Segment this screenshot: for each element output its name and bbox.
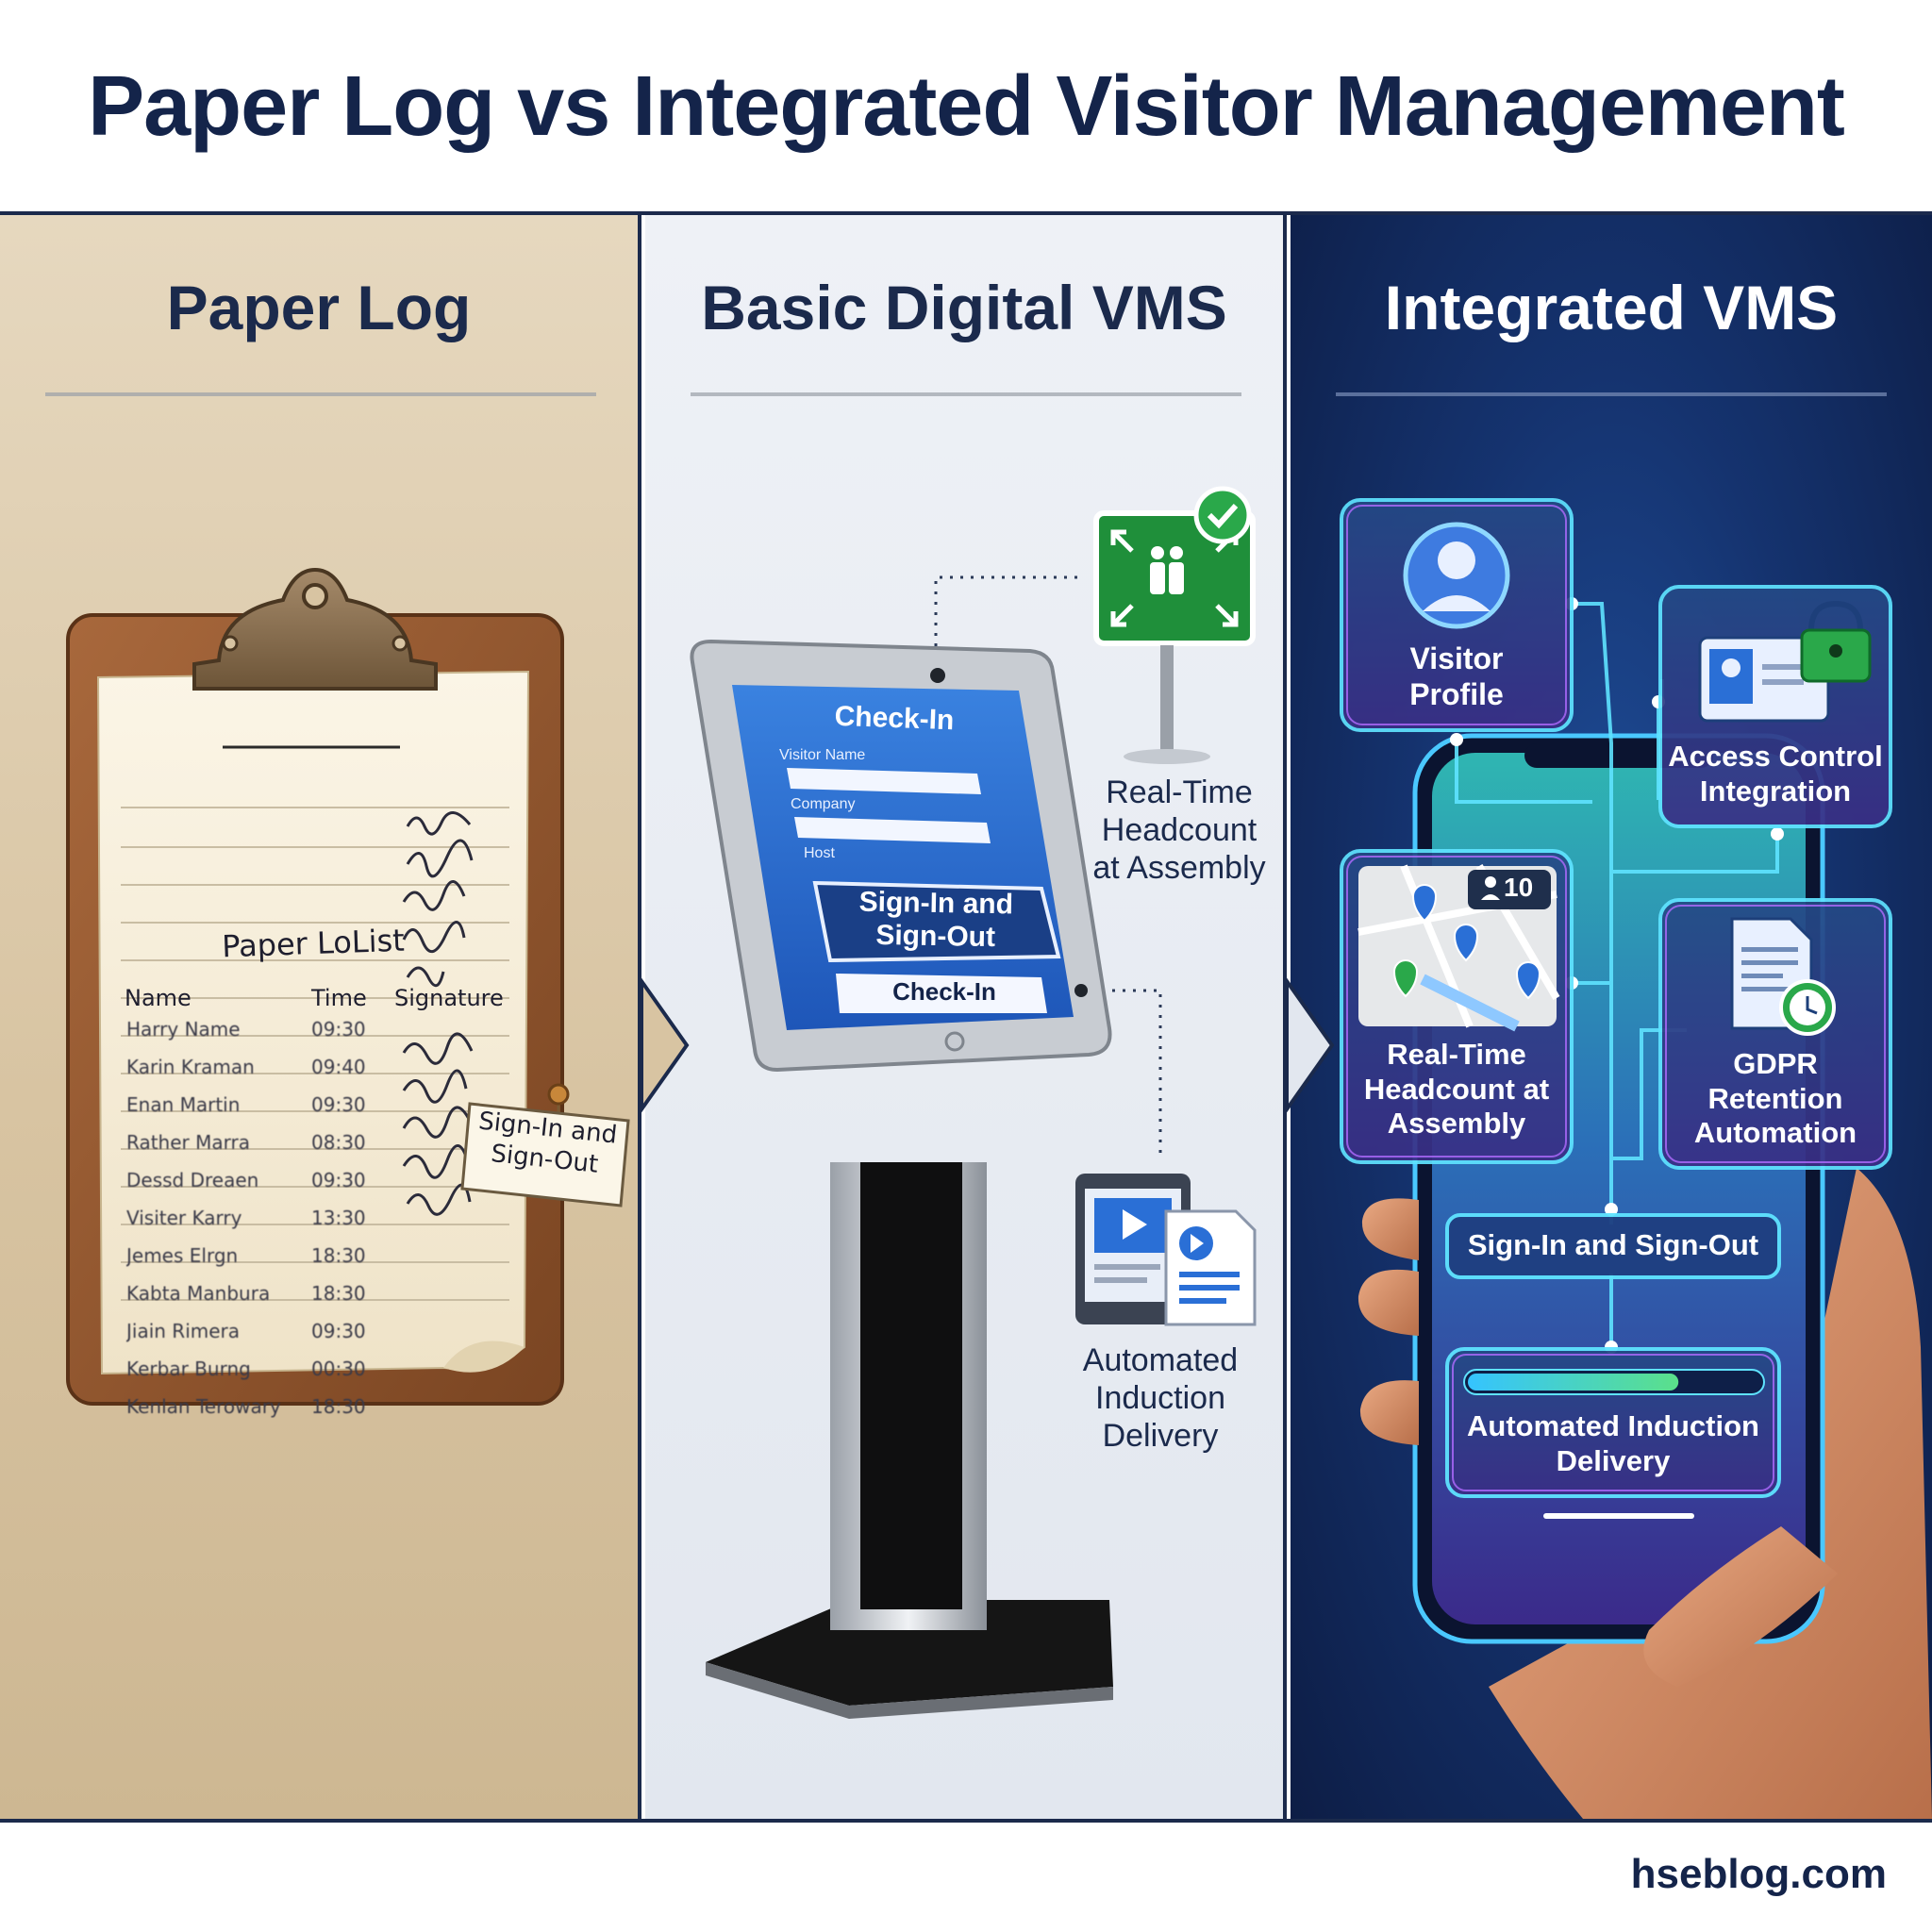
card-line: Headcount at (1363, 1072, 1550, 1106)
paper-row-time: 09:30 (311, 1169, 366, 1191)
panel-title-basic: Basic Digital VMS (701, 273, 1227, 342)
paper-row-time: 09:30 (311, 1320, 366, 1342)
label-line: Automated (1082, 1342, 1239, 1378)
kiosk-sign-in-out-button[interactable]: Sign-In and Sign-Out (824, 885, 1047, 956)
paper-sheet-title: Paper LoList (221, 922, 406, 965)
footer-url[interactable]: hseblog.com (1630, 1851, 1887, 1897)
card-line: Visitor (1409, 641, 1504, 675)
panel-paper-log: Paper Log (0, 215, 641, 1819)
card-access-control[interactable]: Access Control Integration (1660, 740, 1890, 808)
card-headcount-badge: 10 (1504, 873, 1534, 902)
panel-divider (45, 392, 596, 396)
panel-title-paper: Paper Log (166, 273, 472, 342)
card-gdpr[interactable]: GDPR Retention Automation (1660, 1047, 1890, 1151)
kiosk-check-in-button[interactable]: Check-In (892, 977, 996, 1006)
card-line: GDPR (1733, 1047, 1818, 1080)
panel-integrated-vms: Integrated VMS (1291, 215, 1932, 1819)
kiosk-button-line: Sign-In and (858, 886, 1014, 921)
card-line: Real-Time (1387, 1038, 1526, 1071)
paper-row-name: Rather Marra (126, 1132, 250, 1154)
paper-row-time: 08:30 (311, 1131, 366, 1154)
card-line: Delivery (1556, 1443, 1671, 1477)
paper-row-name: Kerbar Burng (126, 1358, 251, 1380)
card-line: Profile (1409, 676, 1504, 711)
paper-row-name: Karin Kraman (126, 1057, 255, 1078)
paper-row-name: Jemes Elrgn (126, 1245, 239, 1267)
card-visitor-profile[interactable]: Visitor Profile (1341, 641, 1572, 713)
card-line: Automation (1693, 1116, 1857, 1150)
clipboard-illustration (66, 567, 630, 1406)
label-line: Induction (1095, 1380, 1225, 1417)
paper-row-name: Enan Martin (126, 1094, 241, 1116)
induction-progress-fill (1468, 1374, 1679, 1391)
paper-row-time: 18:30 (311, 1244, 366, 1267)
kiosk-field-label-company: Company (791, 796, 856, 812)
paper-col-time: Time (311, 985, 367, 1011)
kiosk-button-line: Sign-Out (875, 920, 996, 954)
card-line: Access Control (1668, 740, 1883, 773)
card-line: Retention (1707, 1081, 1843, 1115)
card-headcount[interactable]: Real-Time Headcount at Assembly (1341, 1038, 1572, 1141)
basic-headcount-label: Real-Time Headcount at Assembly (1085, 774, 1274, 887)
card-sign-in-out[interactable]: Sign-In and Sign-Out (1467, 1228, 1759, 1261)
label-line: at Assembly (1092, 850, 1266, 887)
panel-divider (1336, 392, 1887, 396)
integrated-illustration (1340, 498, 1932, 1819)
paper-row-time: 18:30 (311, 1395, 366, 1418)
frame-top-border (0, 211, 1932, 215)
paper-row-time: 13:30 (311, 1207, 366, 1229)
paper-row-name: Kenlan Terowary (126, 1396, 281, 1418)
paper-col-signature: Signature (394, 985, 504, 1011)
paper-row-time: 09:30 (311, 1018, 366, 1041)
card-line: Integration (1699, 774, 1852, 808)
page-title: Paper Log vs Integrated Visitor Manageme… (88, 59, 1845, 154)
label-line: Real-Time (1106, 774, 1253, 810)
panel-basic-digital-vms: Basic Digital VMS (645, 215, 1287, 1819)
paper-row-time: 18:30 (311, 1282, 366, 1305)
paper-row-time: 09:30 (311, 1093, 366, 1116)
kiosk-header: Check-In (834, 700, 955, 737)
card-induction[interactable]: Automated Induction Delivery (1447, 1409, 1779, 1478)
kiosk-field-label-host: Host (804, 845, 835, 861)
panel-divider (691, 392, 1241, 396)
kiosk-field-label-visitor: Visitor Name (779, 747, 866, 763)
paper-row-name: Jiain Rimera (126, 1321, 241, 1342)
paper-row-time: 00:30 (311, 1357, 366, 1380)
label-line: Headcount (1101, 812, 1257, 849)
paper-row-name: Kabta Manbura (126, 1283, 271, 1305)
card-line: Automated Induction (1467, 1409, 1759, 1442)
paper-col-name: Name (125, 985, 192, 1011)
card-line: Assembly (1387, 1107, 1526, 1141)
paper-row-name: Dessd Dreaen (126, 1170, 259, 1191)
paper-row-time: 09:40 (311, 1056, 366, 1078)
label-line: Delivery (1102, 1418, 1219, 1455)
basic-induction-label: Automated Induction Delivery (1066, 1341, 1255, 1455)
frame-bottom-border (0, 1819, 1932, 1823)
panel-title-integrated: Integrated VMS (1384, 273, 1839, 342)
paper-row-name: Harry Name (126, 1019, 241, 1041)
kiosk-illustration (690, 486, 1257, 1719)
paper-row-name: Visiter Karry (126, 1208, 242, 1229)
